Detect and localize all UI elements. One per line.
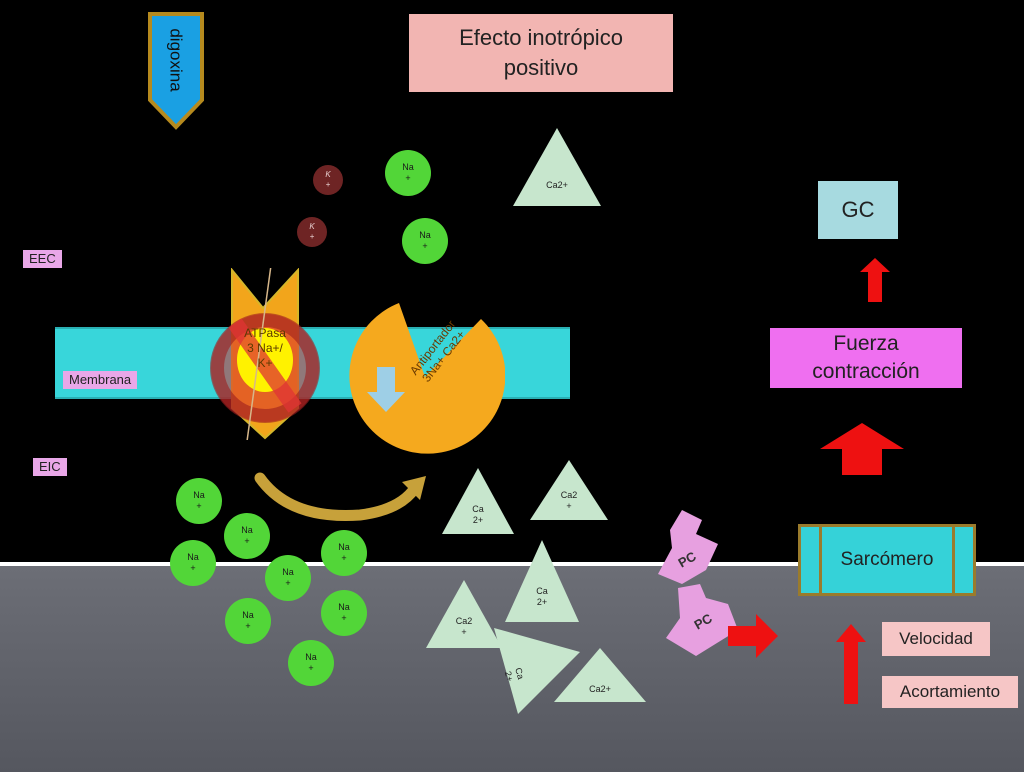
ca-ion: Ca2+: [513, 128, 601, 206]
velocity-arrow: [836, 624, 866, 704]
atpase-pump: ATPasa 3 Na+/ K+: [200, 254, 330, 482]
sarcomere-z-line: [819, 527, 822, 593]
ca-ion: Ca 2+: [494, 628, 580, 714]
title-box: Efecto inotrópico positivo: [409, 14, 673, 92]
sarcomere-to-force-arrow: [820, 423, 904, 475]
digoxina-label: digoxina: [167, 28, 187, 92]
na-ion: Na +: [288, 640, 334, 686]
pc-blocks: PC PC: [656, 508, 746, 658]
force-box: Fuerza contracción: [770, 328, 962, 388]
k-ion: K +: [313, 165, 343, 195]
k-ion: K +: [297, 217, 327, 247]
ca-ion: Ca 2+: [442, 468, 514, 534]
na-ion: Na +: [402, 218, 448, 264]
ca-ion: Ca 2+: [505, 540, 579, 622]
force-to-gc-arrow: [860, 258, 890, 302]
digoxina-pennant: digoxina: [148, 12, 204, 130]
na-ion: Na +: [321, 590, 367, 636]
na-ion: Na +: [224, 513, 270, 559]
sarcomere-box: Sarcómero: [798, 524, 976, 596]
ca-ion: Ca2+: [554, 648, 646, 702]
shortening-box: Acortamiento: [882, 676, 1018, 708]
antiporter: Antiportador 3Na+ Ca2+: [345, 297, 506, 457]
na-ion: Na +: [385, 150, 431, 196]
na-flow-arrow: [254, 472, 426, 522]
ca-ion-label: Ca2 +: [560, 490, 578, 511]
ca-ion-label: Ca 2+: [536, 586, 548, 607]
na-ion: Na +: [321, 530, 367, 576]
ca-ion: Ca2 +: [426, 580, 502, 648]
eic-label: EIC: [33, 458, 67, 476]
na-ion: Na +: [170, 540, 216, 586]
sarcomere-label: Sarcómero: [840, 549, 934, 570]
atpase-label: ATPasa 3 Na+/ K+: [244, 326, 286, 370]
ca-ion: Ca2 +: [530, 460, 608, 520]
na-ion: Na +: [176, 478, 222, 524]
sarcomere-z-line: [952, 527, 955, 593]
ca-ion-label: Ca2+: [546, 180, 568, 190]
na-ion: Na +: [225, 598, 271, 644]
membrane-label: Membrana: [63, 371, 138, 389]
ca-ion-label: Ca2+: [589, 684, 611, 694]
ca-ion-label: Ca2 +: [455, 616, 473, 637]
ca-ion-label: Ca 2+: [472, 504, 484, 525]
na-ion: Na +: [265, 555, 311, 601]
eec-label: EEC: [23, 250, 62, 268]
gc-box: GC: [818, 181, 898, 239]
velocity-box: Velocidad: [882, 622, 990, 656]
pc-to-sarcomere-arrow: [728, 614, 778, 658]
